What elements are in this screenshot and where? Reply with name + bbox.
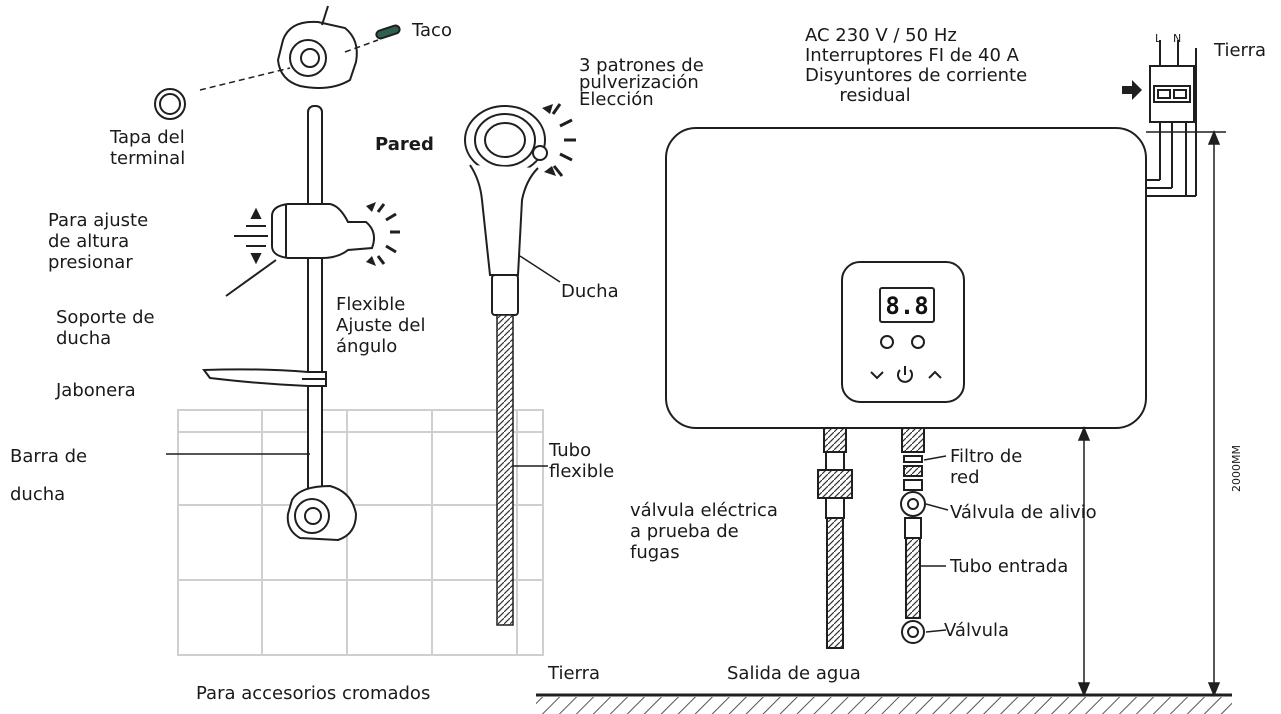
bottom-bracket [286,484,358,542]
chevron-up-icon [928,370,942,379]
spray-marks [542,103,576,177]
label-valvula: Válvula [944,620,1010,641]
label-tierra-top: Tierra [1214,40,1267,61]
label-patrones: 3 patrones de pulverización Elección [579,55,704,110]
label-valvula-electrica: válvula eléctrica a prueba de fugas [630,500,778,563]
label-breaker-l: L [1155,32,1162,45]
label-soporte-de-ducha: Soporte de ducha [56,307,155,349]
label-filtro-de-red: Filtro de red [950,446,1023,488]
power-icon [897,366,913,383]
label-ac-spec: AC 230 V / 50 Hz Interruptores FI de 40 … [805,25,1028,106]
dimension-line [1077,130,1226,697]
heater-body [665,127,1147,429]
label-pared: Pared [375,134,434,155]
floor [536,693,1232,714]
label-salida-de-agua: Salida de agua [727,663,861,684]
top-bracket [154,5,401,120]
hand-shower [464,105,561,316]
label-valvula-de-alivio: Válvula de alivio [950,502,1097,523]
label-para-ajuste: Para ajuste de altura presionar [48,210,149,273]
label-breaker-n: N [1173,32,1182,45]
label-ducha: Ducha [561,281,619,302]
label-tierra-floor: Tierra [548,663,601,684]
label-taco: Taco [412,20,452,41]
angle-marks [366,202,400,266]
chevron-down-icon [870,371,884,380]
breaker-box [1146,40,1197,197]
temperature-display: 8.8 [879,287,935,323]
label-para-accesorios: Para accesorios cromados [196,683,431,704]
shower-hose [496,314,514,626]
label-dimension: 2000MM [1230,445,1243,492]
shower-bar [307,105,323,527]
label-tapa-del-terminal: Tapa del terminal [110,127,186,169]
label-flexible-ajuste: Flexible Ajuste del ángulo [336,294,426,357]
arrow-right-icon [1122,80,1142,100]
soap-dish [202,368,327,387]
wall-tiles [177,409,544,656]
height-slider [225,203,375,297]
inlet-pipe [900,427,949,644]
label-tubo-entrada: Tubo entrada [950,556,1069,577]
outlet-pipe [817,427,853,649]
label-barra-de-ducha-1: Barra de [10,446,88,467]
label-jabonera: Jabonera [56,380,136,401]
label-barra-de-ducha-2: ducha [10,484,66,505]
label-tubo-flexible: Tubo flexible [549,440,615,482]
